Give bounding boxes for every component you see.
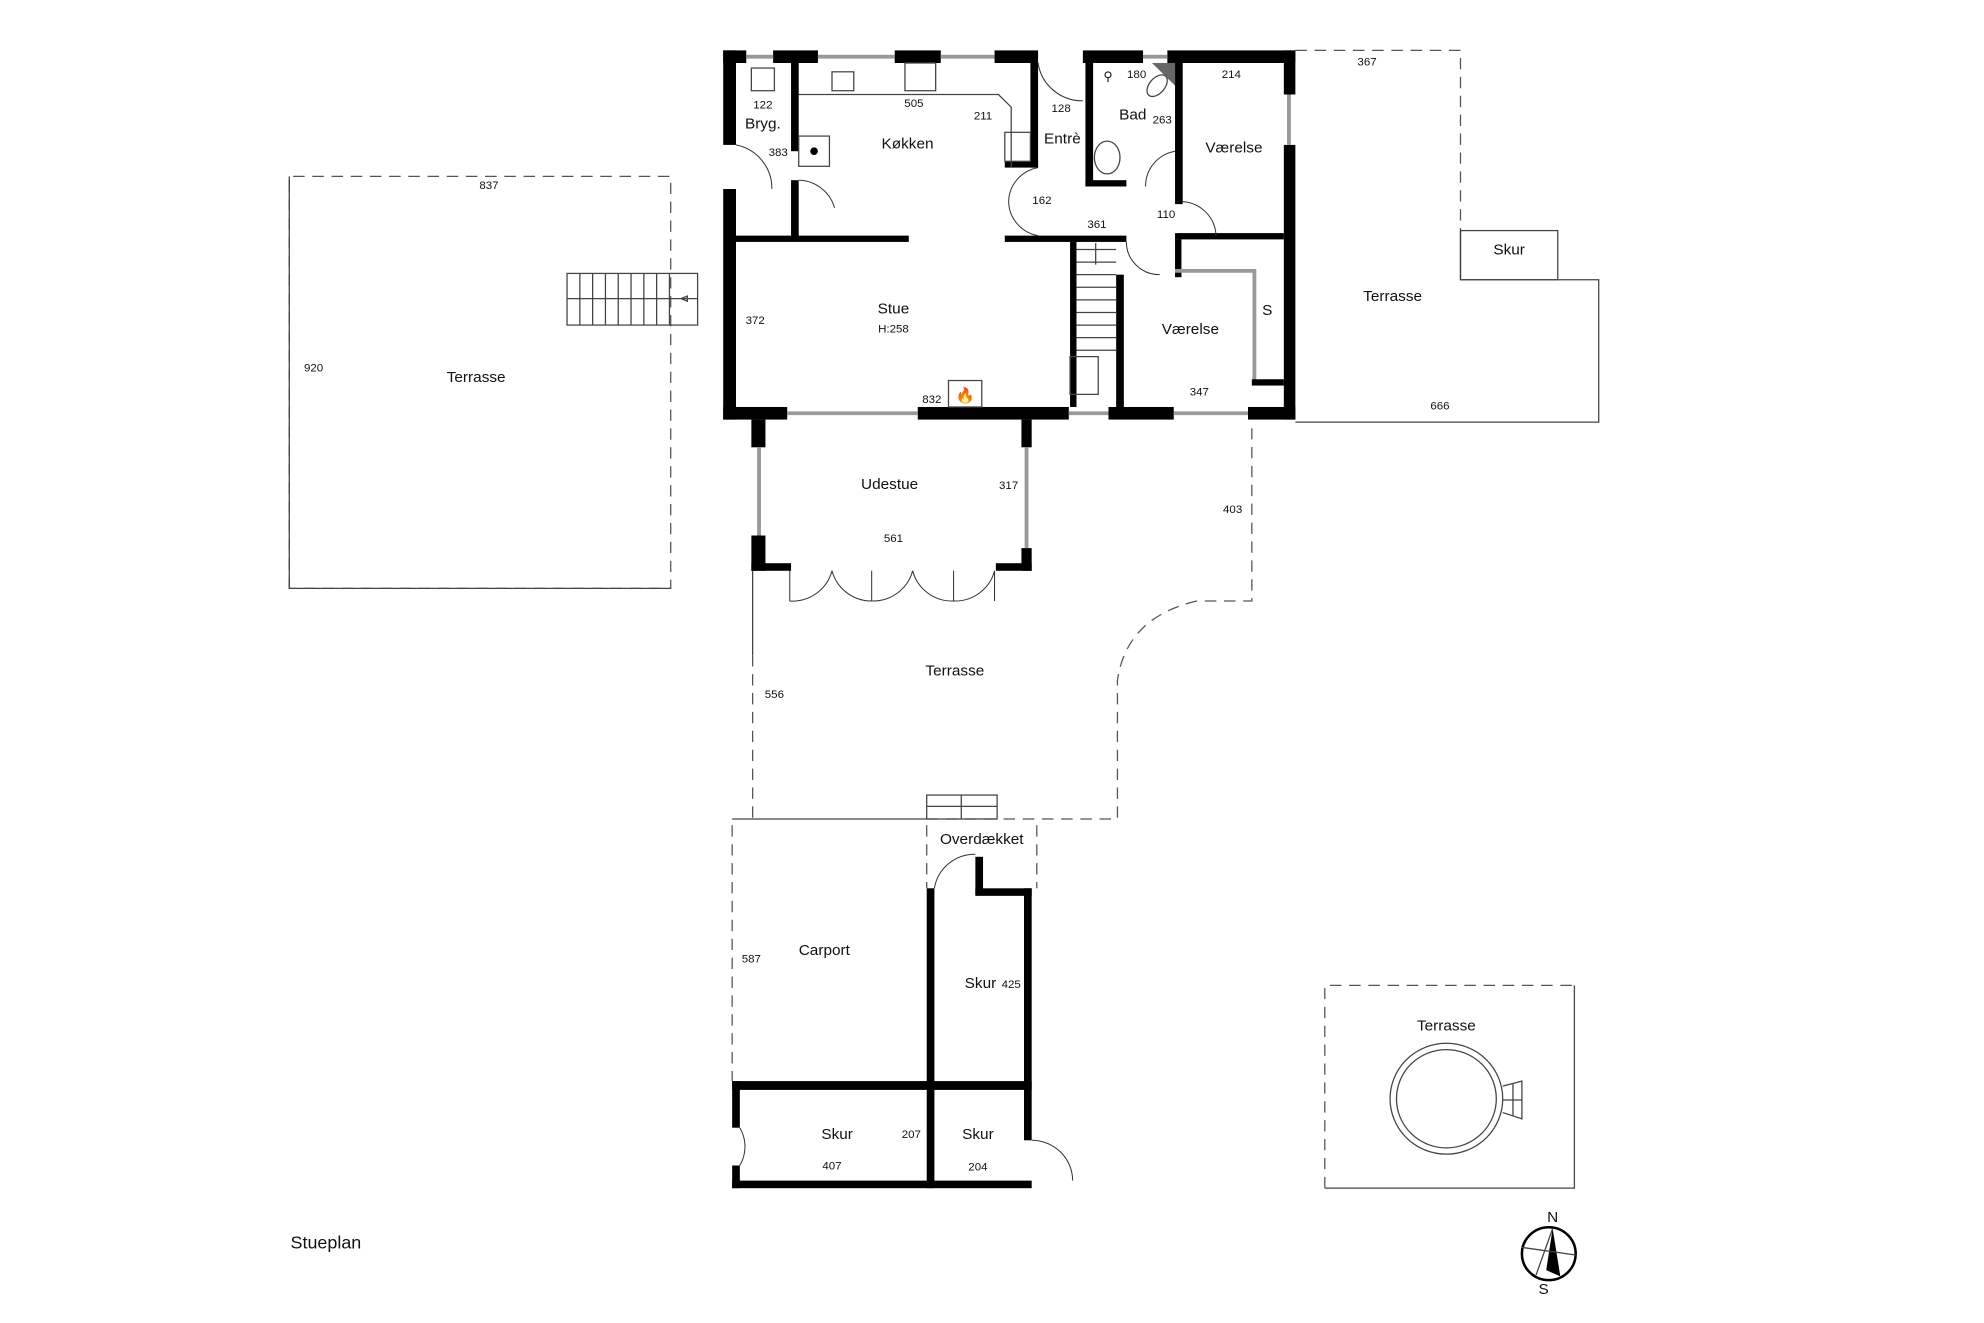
dim-label: 263 (1153, 115, 1172, 127)
fireplace-icon (947, 379, 983, 408)
main-house: 🔥 ⚲ (723, 50, 1296, 420)
terrace-right (1295, 49, 1600, 423)
shed-right (1459, 229, 1559, 281)
dim-label: 122 (753, 99, 772, 111)
stove-icon (904, 62, 937, 92)
dim-label: 403 (1223, 504, 1242, 516)
snowflake-icon (810, 147, 818, 155)
dim-label: 372 (746, 315, 765, 327)
dim-label: 204 (968, 1162, 988, 1174)
dim-label: 367 (1357, 57, 1376, 69)
sunroom (751, 419, 1032, 602)
dim-label: 110 (1157, 209, 1175, 221)
room-label-overdaekket: Overdækket (940, 831, 1024, 848)
dim-label: 837 (479, 180, 498, 192)
terrace-left (288, 175, 699, 590)
shower-icon: ⚲ (1103, 70, 1112, 84)
room-label-bad: Bad (1119, 107, 1146, 124)
fridge-icon (798, 135, 831, 167)
dim-label: 425 (1002, 979, 1021, 991)
labels: Bryg. 122 383 Køkken 505 211 Entrè 128 1… (291, 57, 1525, 1253)
room-label-skur: Skur (821, 1126, 853, 1143)
room-label-skur: Skur (962, 1126, 994, 1143)
sink-icon (831, 71, 855, 92)
dim-label: 347 (1190, 387, 1209, 399)
room-label-udestue: Udestue (861, 476, 918, 493)
steps (566, 272, 699, 326)
washbasin-icon (1093, 140, 1121, 175)
room-label-terrasse: Terrasse (925, 662, 984, 679)
dim-label: 505 (904, 98, 923, 110)
plan-title: Stueplan (291, 1233, 362, 1253)
room-label-carport: Carport (799, 942, 851, 959)
dim-label: 920 (304, 363, 323, 375)
room-label-kokken: Køkken (881, 136, 933, 153)
dim-label: 317 (999, 480, 1018, 492)
dim-label: 556 (765, 689, 784, 701)
dim-label: 128 (1052, 103, 1071, 115)
dim-label: 587 (742, 954, 761, 966)
fire-icon: 🔥 (956, 387, 975, 405)
room-label-stue: Stue (878, 301, 910, 318)
room-label-vaerelse: Værelse (1162, 321, 1219, 338)
terrace-center (732, 428, 1253, 820)
carport-sheds (731, 825, 1074, 1189)
dim-label: 162 (1032, 195, 1051, 207)
room-label-terrasse: Terrasse (447, 369, 506, 386)
dim-label: 832 (922, 394, 941, 406)
compass-north-label: N (1547, 1209, 1558, 1226)
staircase (1069, 243, 1117, 396)
room-label-entre: Entrè (1044, 131, 1081, 148)
oven-icon (1004, 131, 1032, 162)
hot-tub-icon (1389, 1042, 1504, 1155)
room-label-terrasse: Terrasse (1363, 288, 1422, 305)
terrace-spa (1324, 984, 1576, 1189)
room-label-vaerelse: Værelse (1205, 140, 1262, 157)
room-label-skur: Skur (965, 975, 997, 992)
washer-icon (750, 67, 776, 92)
room-label-terrasse: Terrasse (1417, 1018, 1476, 1035)
closet-label: S (1262, 302, 1272, 319)
compass-south-label: S (1539, 1281, 1549, 1298)
dim-label: 561 (884, 533, 903, 545)
dim-label: 207 (902, 1129, 921, 1141)
dim-label: 180 (1127, 69, 1146, 81)
ceiling-height-label: H:258 (878, 324, 909, 336)
dim-label: 666 (1430, 401, 1449, 413)
room-label-bryg: Bryg. (745, 116, 781, 133)
dim-label: 211 (974, 111, 992, 123)
compass-icon: N S (1520, 1209, 1577, 1298)
room-label-skur: Skur (1493, 242, 1525, 259)
dim-label: 383 (769, 147, 788, 159)
dim-label: 407 (822, 1160, 841, 1172)
dim-label: 361 (1087, 219, 1106, 231)
dim-label: 214 (1222, 69, 1242, 81)
